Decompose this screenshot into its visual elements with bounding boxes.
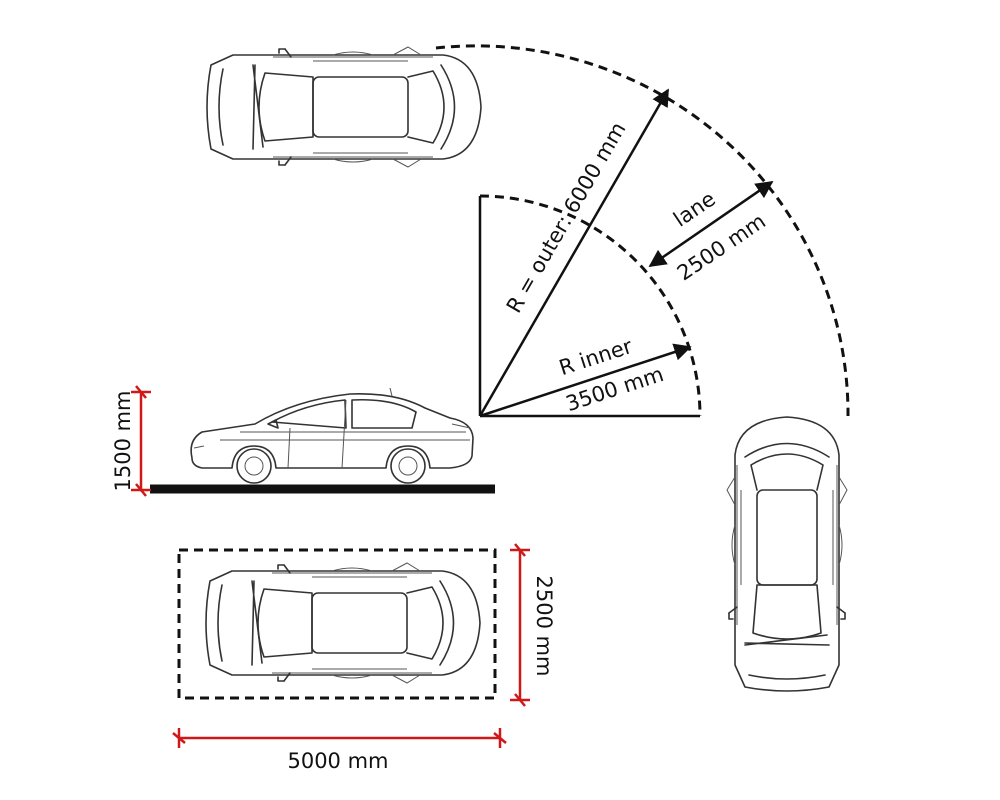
car-height-label: 1500 mm (111, 390, 135, 491)
car-side-view-icon (190, 387, 474, 484)
car-top-view-icon (205, 562, 481, 684)
space-width-label: 2500 mm (532, 575, 556, 676)
car-top-view-icon (726, 416, 848, 692)
outer-radius-label: R = outer: 6000 mm (502, 118, 631, 317)
space-length-label: 5000 mm (287, 749, 388, 773)
lane-title-label: lane (669, 187, 720, 232)
outer-radius-arc (435, 44, 850, 417)
car-height-dimension (131, 385, 151, 497)
space-width-dimension (510, 543, 530, 707)
inner-radius-arc (479, 194, 702, 417)
outer-radius-arrow (478, 88, 670, 417)
inner-radius-arrow (479, 343, 692, 418)
lane-width-arrow (648, 180, 774, 268)
space-length-dimension (172, 728, 507, 748)
parking-space-outline (177, 548, 497, 700)
car-top-view-icon (206, 46, 482, 168)
